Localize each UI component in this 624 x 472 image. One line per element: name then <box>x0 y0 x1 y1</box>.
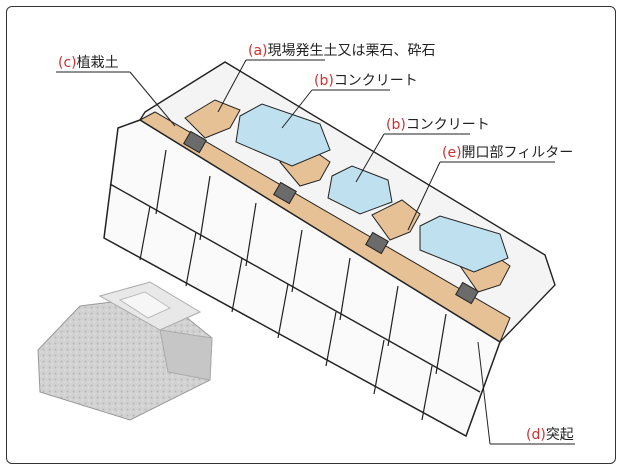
label-c-code: (c) <box>58 55 77 71</box>
label-c: (c)植栽土 <box>58 54 119 72</box>
concrete-fill <box>419 215 509 273</box>
course-joint <box>109 183 481 393</box>
label-a: (a)現場発生土又は栗石、砕石 <box>248 42 436 60</box>
opening-filter <box>365 231 389 255</box>
opening-filter <box>455 281 479 305</box>
label-b1: (b)コンクリート <box>314 72 418 90</box>
concrete-fill <box>235 103 331 167</box>
label-d-code: (d) <box>526 427 546 443</box>
label-d: (d)突起 <box>526 426 574 444</box>
label-d-text: 突起 <box>545 427 574 443</box>
label-e: (e)開口部フィルター <box>442 144 573 162</box>
leader-lines <box>56 59 575 445</box>
concrete-fill <box>327 165 393 215</box>
label-c-text: 植栽土 <box>76 55 119 71</box>
label-a-code: (a) <box>248 43 268 59</box>
label-b2-text: コンクリート <box>405 117 490 133</box>
block-joints <box>139 149 447 421</box>
block-photo <box>37 281 213 421</box>
opening-filter <box>183 130 207 154</box>
wall-front-face <box>103 119 501 438</box>
label-e-text: 開口部フィルター <box>461 145 574 161</box>
label-a-text: 現場発生土又は栗石、砕石 <box>267 43 436 59</box>
label-b2: (b)コンクリート <box>386 116 490 134</box>
soil-fill-pocket <box>184 99 241 139</box>
label-e-code: (e) <box>442 145 462 161</box>
label-b1-text: コンクリート <box>333 73 418 89</box>
label-b1-code: (b) <box>314 73 334 89</box>
opening-filter <box>273 181 297 205</box>
label-b2-code: (b) <box>386 117 406 133</box>
